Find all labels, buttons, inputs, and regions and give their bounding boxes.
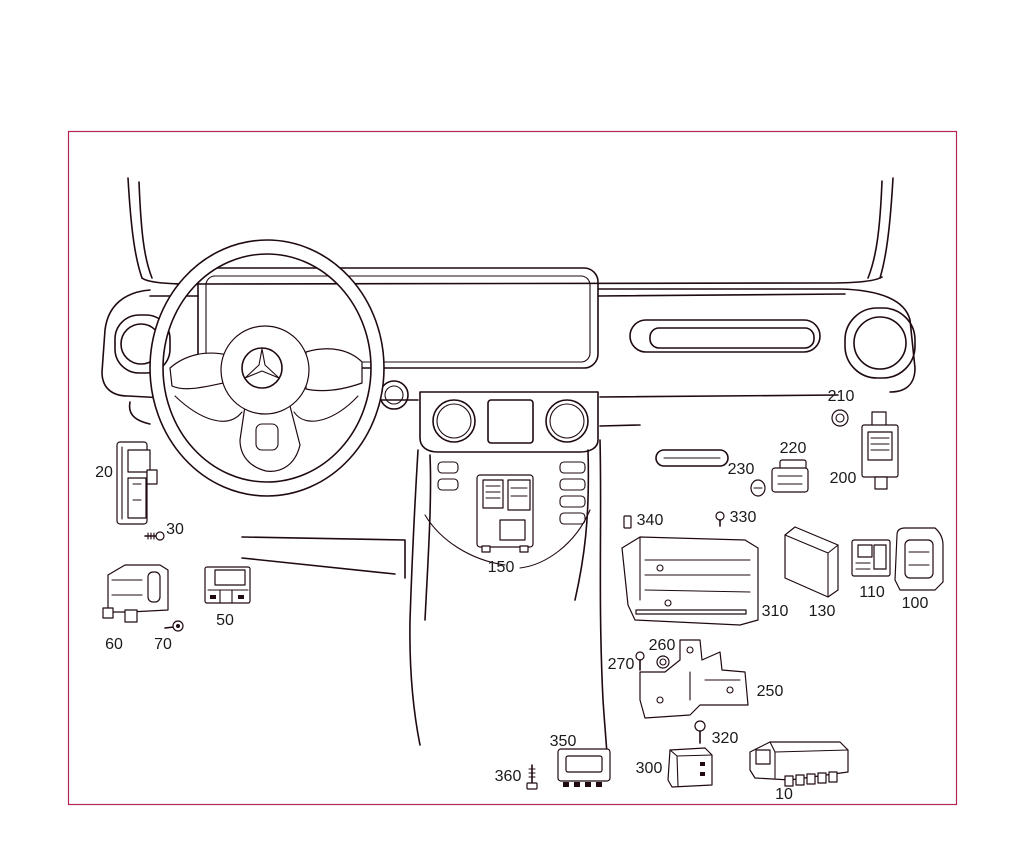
part-320-drawing [694, 720, 706, 744]
callout-360[interactable]: 360 [495, 768, 522, 785]
start-button [379, 380, 409, 410]
part-220-drawing [771, 459, 809, 493]
callout-30[interactable]: 30 [166, 521, 184, 538]
star-logo-icon [244, 348, 280, 379]
callout-230[interactable]: 230 [728, 461, 755, 478]
part-110-drawing [851, 539, 891, 577]
callout-60[interactable]: 60 [105, 636, 123, 653]
center-console [409, 439, 609, 771]
part-60-drawing [102, 564, 169, 623]
callout-210[interactable]: 210 [828, 388, 855, 405]
callout-330[interactable]: 330 [730, 509, 757, 526]
callout-350[interactable]: 350 [550, 733, 577, 750]
dashboard [101, 276, 916, 427]
part-150-drawing [476, 474, 534, 553]
part-270-drawing [635, 651, 645, 671]
part-20-drawing [116, 441, 158, 525]
callout-70[interactable]: 70 [154, 636, 172, 653]
callout-10[interactable]: 10 [775, 786, 793, 803]
part-330-drawing [715, 511, 725, 527]
callout-50[interactable]: 50 [216, 612, 234, 629]
part-100-drawing [894, 527, 944, 591]
part-230-drawing [750, 479, 766, 497]
floor-lines [241, 536, 406, 579]
callout-320[interactable]: 320 [712, 730, 739, 747]
part-10-drawing [749, 741, 849, 787]
callout-250[interactable]: 250 [757, 683, 784, 700]
part-350-drawing [557, 748, 611, 787]
steering-wheel-hub [220, 325, 310, 415]
instrument-display [197, 267, 599, 369]
part-70-drawing [164, 620, 184, 632]
part-210-drawing [831, 409, 849, 427]
a-pillars [127, 177, 894, 279]
callout-100[interactable]: 100 [902, 595, 929, 612]
callout-260[interactable]: 260 [649, 637, 676, 654]
part-340-drawing [623, 515, 632, 529]
callout-310[interactable]: 310 [762, 603, 789, 620]
part-130-drawing [784, 526, 839, 598]
steering-wheel [149, 239, 385, 497]
callout-220[interactable]: 220 [780, 440, 807, 457]
part-250-drawing [639, 639, 749, 719]
center-stack [419, 391, 599, 525]
callout-270[interactable]: 270 [608, 656, 635, 673]
part-310-drawing [621, 536, 759, 626]
part-50-drawing [204, 566, 251, 604]
callout-200[interactable]: 200 [830, 470, 857, 487]
callout-300[interactable]: 300 [636, 760, 663, 777]
part-30-drawing [144, 531, 165, 541]
center-slot-vent [629, 319, 821, 353]
part-260-drawing [656, 655, 670, 669]
callout-150[interactable]: 150 [488, 559, 515, 576]
part-300-drawing [667, 747, 713, 788]
glovebox-handle [655, 449, 729, 467]
diagram-frame [67, 130, 958, 806]
part-360-drawing [526, 764, 538, 790]
callout-110[interactable]: 110 [859, 584, 885, 601]
callout-130[interactable]: 130 [809, 603, 836, 620]
callout-340[interactable]: 340 [637, 512, 664, 529]
right-air-vent [844, 307, 916, 379]
callout-20[interactable]: 20 [95, 464, 113, 481]
part-200-drawing [861, 411, 899, 490]
